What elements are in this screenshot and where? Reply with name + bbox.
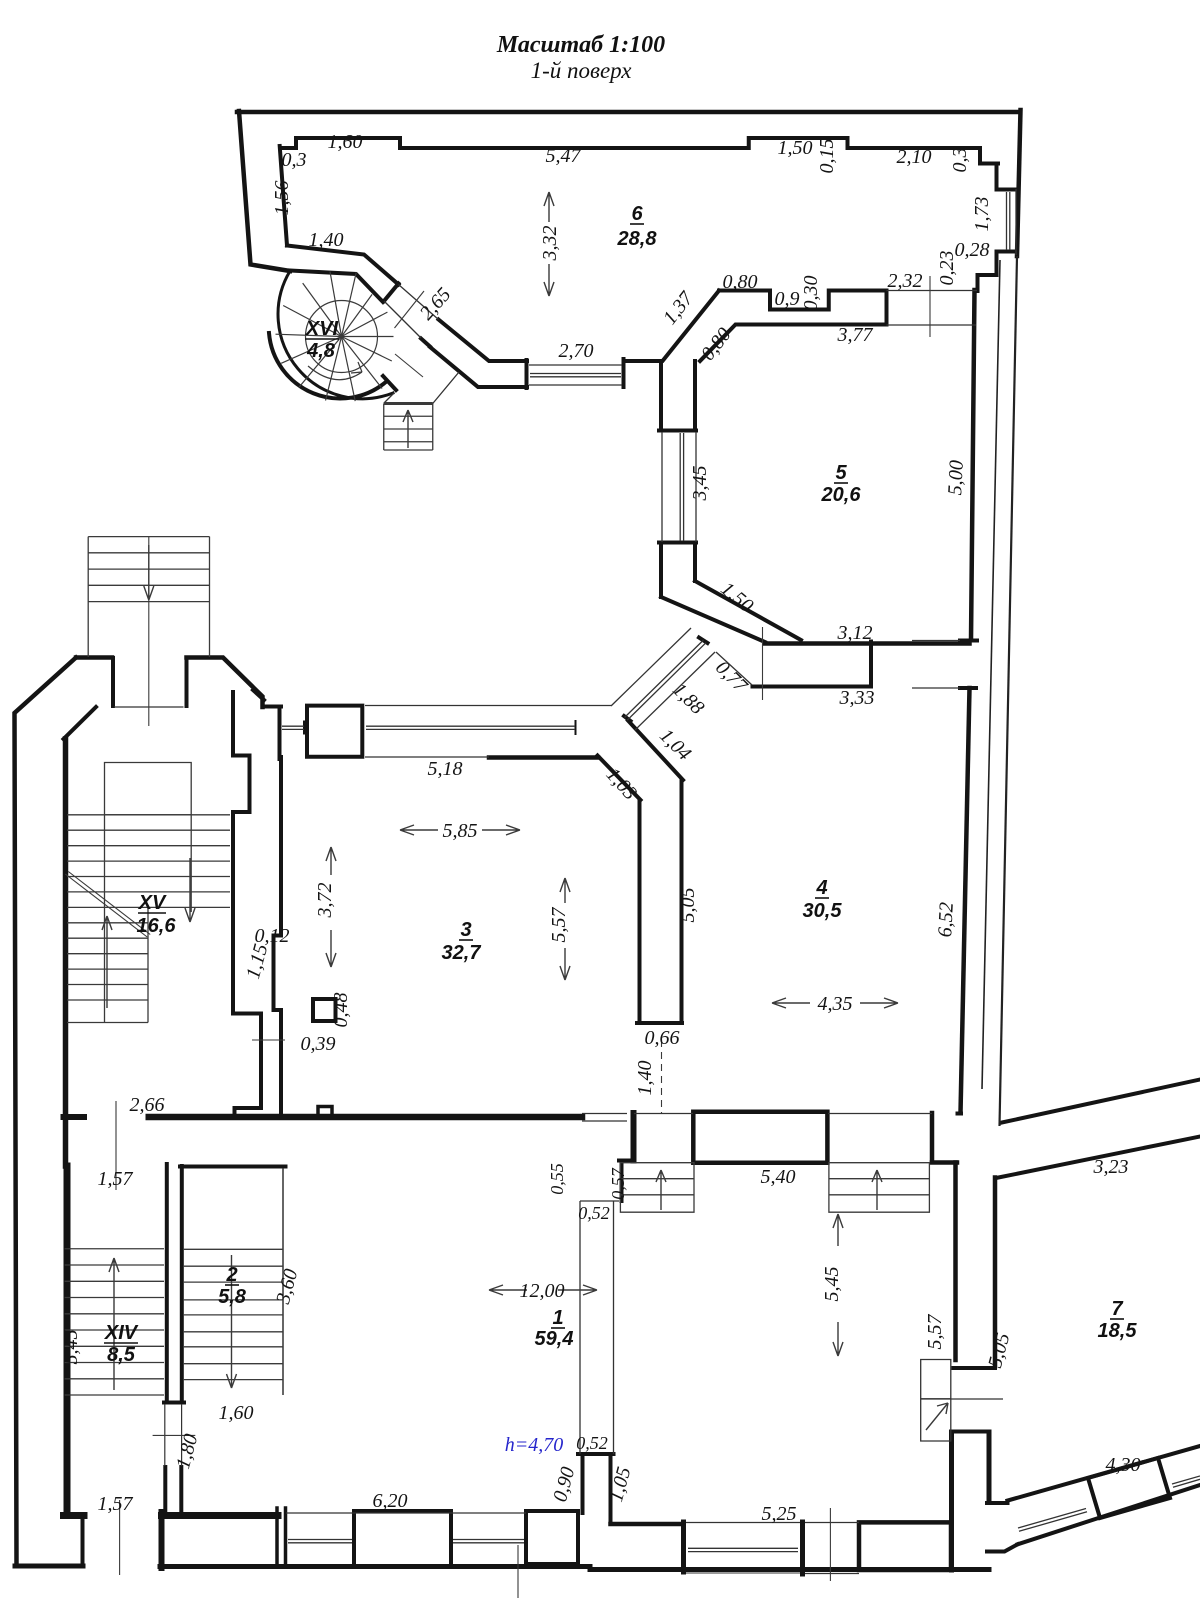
svg-text:8,5: 8,5 xyxy=(107,1344,136,1366)
svg-text:2,10: 2,10 xyxy=(897,146,932,168)
svg-text:6,52: 6,52 xyxy=(934,902,958,938)
svg-text:3,32: 3,32 xyxy=(539,226,561,262)
svg-text:1,40: 1,40 xyxy=(634,1061,656,1096)
svg-text:30,5: 30,5 xyxy=(803,900,843,922)
svg-text:h=4,70: h=4,70 xyxy=(505,1434,564,1456)
svg-text:0,80: 0,80 xyxy=(723,271,758,293)
svg-text:0,57: 0,57 xyxy=(608,1167,628,1200)
svg-text:0,55: 0,55 xyxy=(547,1163,567,1195)
svg-text:0,23: 0,23 xyxy=(936,251,958,286)
svg-text:4: 4 xyxy=(815,877,827,899)
svg-text:1-й поверх: 1-й поверх xyxy=(531,58,633,83)
svg-text:5: 5 xyxy=(835,462,847,484)
svg-text:5,00: 5,00 xyxy=(944,460,968,496)
svg-text:3,23: 3,23 xyxy=(1093,1156,1129,1178)
svg-text:XV: XV xyxy=(138,892,167,914)
svg-text:2,70: 2,70 xyxy=(559,340,594,362)
svg-text:0,52: 0,52 xyxy=(576,1433,608,1453)
svg-text:18,5: 18,5 xyxy=(1098,1320,1138,1342)
svg-text:28,8: 28,8 xyxy=(617,228,658,250)
svg-text:1,56: 1,56 xyxy=(271,181,293,216)
svg-text:1: 1 xyxy=(552,1307,563,1329)
svg-text:3,72: 3,72 xyxy=(314,883,336,919)
svg-text:3,77: 3,77 xyxy=(837,324,874,346)
svg-text:1,57: 1,57 xyxy=(98,1493,134,1515)
svg-text:0,3: 0,3 xyxy=(282,149,307,171)
svg-text:5,18: 5,18 xyxy=(428,758,463,780)
svg-text:2: 2 xyxy=(225,1264,237,1286)
svg-text:XIV: XIV xyxy=(104,1322,139,1344)
svg-text:5,45: 5,45 xyxy=(60,1330,82,1365)
svg-text:5,57: 5,57 xyxy=(924,1314,946,1350)
svg-text:2,66: 2,66 xyxy=(130,1094,165,1116)
svg-text:0,15: 0,15 xyxy=(816,139,838,174)
svg-text:5,25: 5,25 xyxy=(762,1503,797,1525)
svg-text:5,45: 5,45 xyxy=(821,1267,843,1302)
svg-text:3,45: 3,45 xyxy=(689,466,711,502)
svg-text:5,8: 5,8 xyxy=(218,1286,247,1308)
svg-text:1,60: 1,60 xyxy=(219,1402,254,1424)
svg-text:1,73: 1,73 xyxy=(971,197,993,232)
svg-text:XVI: XVI xyxy=(305,318,339,340)
svg-text:6: 6 xyxy=(631,203,643,225)
svg-text:20,6: 20,6 xyxy=(821,484,862,506)
svg-text:1,50: 1,50 xyxy=(778,137,813,159)
svg-text:5,47: 5,47 xyxy=(546,145,582,167)
svg-text:5,57: 5,57 xyxy=(548,907,570,943)
svg-text:0,66: 0,66 xyxy=(645,1027,680,1049)
svg-text:5,40: 5,40 xyxy=(761,1166,796,1188)
svg-text:3,33: 3,33 xyxy=(839,687,875,709)
svg-text:6,20: 6,20 xyxy=(373,1490,408,1512)
svg-text:3,12: 3,12 xyxy=(837,622,873,644)
svg-text:16,6: 16,6 xyxy=(137,915,177,937)
svg-text:0,52: 0,52 xyxy=(578,1203,610,1223)
svg-text:0,28: 0,28 xyxy=(955,239,990,261)
svg-text:0,48: 0,48 xyxy=(330,993,352,1028)
svg-text:4,8: 4,8 xyxy=(306,340,336,362)
svg-text:0,12: 0,12 xyxy=(255,925,290,947)
svg-text:32,7: 32,7 xyxy=(442,942,482,964)
svg-text:0,30: 0,30 xyxy=(800,276,822,311)
svg-text:1,60: 1,60 xyxy=(328,131,363,153)
svg-text:0,9: 0,9 xyxy=(775,288,800,310)
svg-text:5,05: 5,05 xyxy=(677,888,699,923)
svg-text:0,3: 0,3 xyxy=(949,148,971,173)
svg-text:3: 3 xyxy=(460,919,471,941)
svg-text:0,39: 0,39 xyxy=(301,1033,336,1055)
svg-text:1,40: 1,40 xyxy=(309,229,344,251)
svg-text:Масштаб 1:100: Масштаб 1:100 xyxy=(496,32,665,58)
svg-text:4,30: 4,30 xyxy=(1106,1454,1141,1476)
svg-text:1,57: 1,57 xyxy=(98,1168,134,1190)
svg-text:4,35: 4,35 xyxy=(818,993,853,1015)
svg-text:12,00: 12,00 xyxy=(520,1280,565,1302)
svg-text:2,32: 2,32 xyxy=(888,270,923,292)
svg-text:5,85: 5,85 xyxy=(443,820,478,842)
svg-text:7: 7 xyxy=(1111,1298,1123,1320)
svg-text:59,4: 59,4 xyxy=(535,1328,574,1350)
